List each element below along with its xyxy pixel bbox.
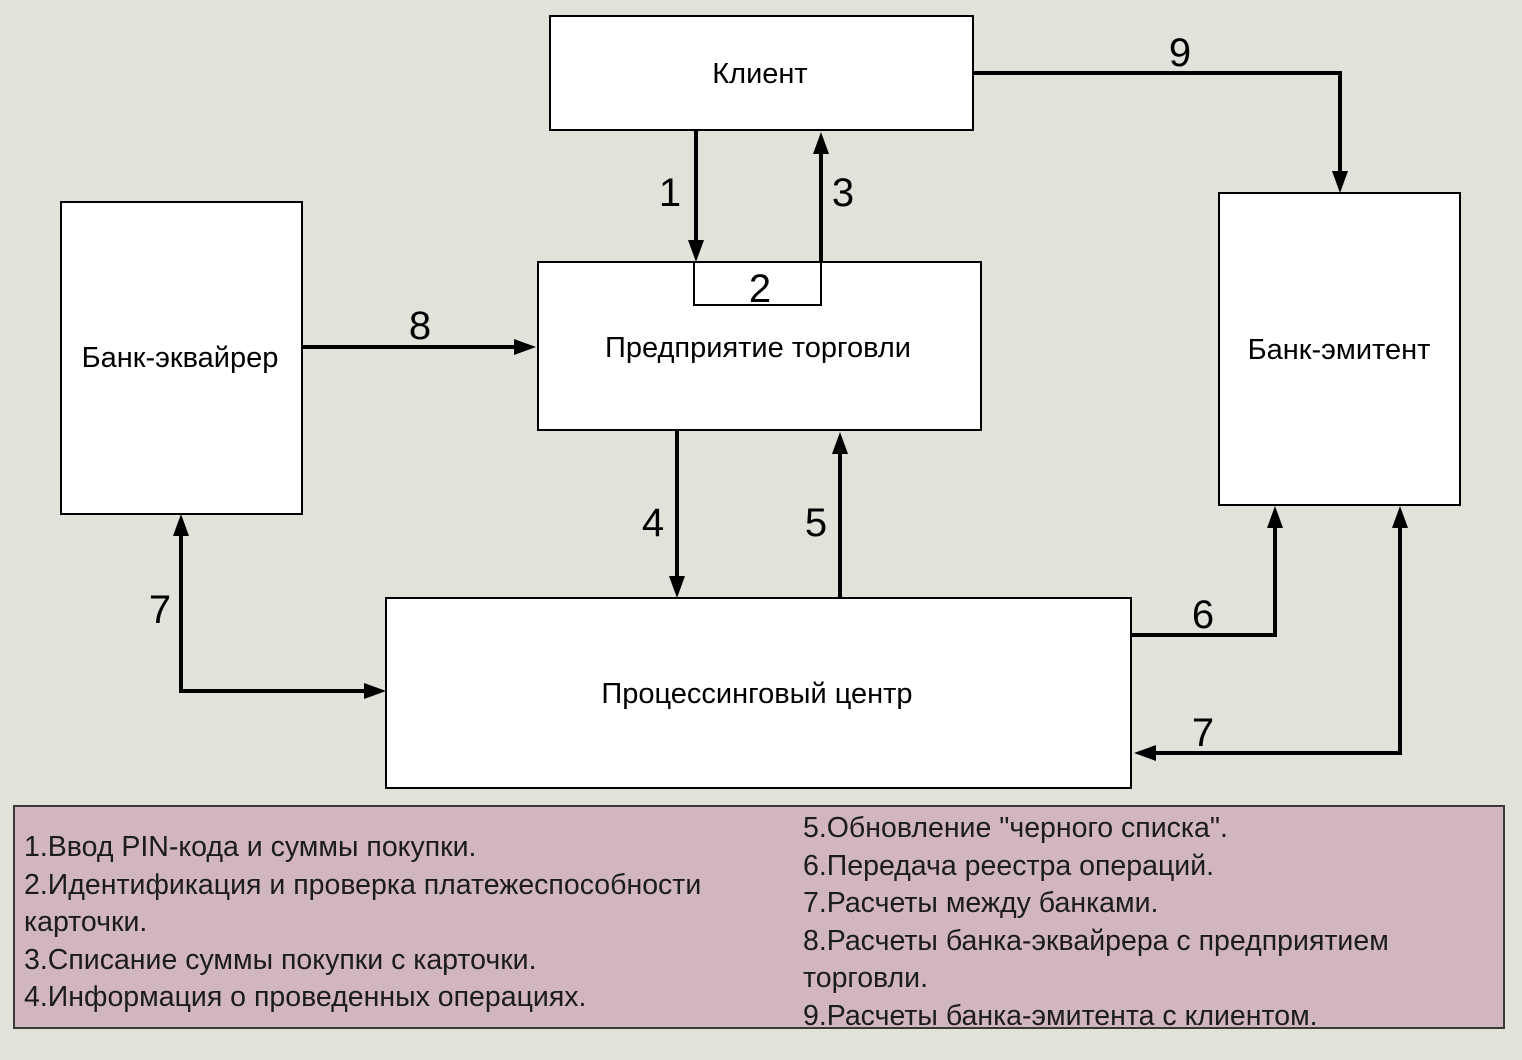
client-label: Клиент xyxy=(712,58,807,90)
arrow-4: 4 xyxy=(642,430,685,598)
issuer-bank-box: Банк-эмитент xyxy=(1218,192,1461,506)
legend-left-column: 1.Ввод PIN-кода и суммы покупки. 2.Идент… xyxy=(24,829,764,1017)
arrow-5-label: 5 xyxy=(805,501,827,545)
issuer-bank-label: Банк-эмитент xyxy=(1248,334,1431,366)
arrow-7-left-label: 7 xyxy=(149,588,171,632)
arrow-1: 1 xyxy=(659,130,704,262)
arrow-4-label: 4 xyxy=(642,501,664,545)
arrow-7-right-label: 7 xyxy=(1192,711,1214,755)
legend-item-7: 7.Расчеты между банками. xyxy=(803,887,1159,920)
merchant-step-2-box xyxy=(693,261,822,306)
legend-panel: 1.Ввод PIN-кода и суммы покупки. 2.Идент… xyxy=(13,805,1505,1032)
processing-center-box: Процессинговый центр xyxy=(385,597,1132,789)
arrow-8: 8 xyxy=(302,304,536,355)
processing-center-label: Процессинговый центр xyxy=(601,678,912,710)
merchant-label: Предприятие торговли xyxy=(605,332,911,364)
arrow-7-right: 7 xyxy=(1134,506,1408,761)
arrow-7-left: 7 xyxy=(149,514,386,699)
acquirer-bank-box: Банк-эквайрер xyxy=(60,201,303,515)
arrow-3: 3 xyxy=(813,132,854,262)
arrow-9-label: 9 xyxy=(1169,31,1191,75)
legend-item-3: 3.Списание суммы покупки с карточки. xyxy=(24,943,537,976)
legend-item-5: 5.Обновление "черного списка". xyxy=(803,812,1228,844)
acquirer-bank-label: Банк-эквайрер xyxy=(82,342,279,374)
legend-item-8: 8.Расчеты банка-эквайрера с предприятием… xyxy=(803,924,1389,995)
legend-item-2: 2.Идентификация и проверка платежеспособ… xyxy=(24,868,702,939)
merchant-box: 2 Предприятие торговли xyxy=(537,261,982,431)
legend-item-4: 4.Информация о проведенных операциях. xyxy=(24,981,587,1014)
step-2-label: 2 xyxy=(749,267,771,311)
arrow-6: 6 xyxy=(1131,506,1283,637)
arrow-8-label: 8 xyxy=(409,304,431,348)
legend-item-9: 9.Расчеты банка-эмитента с клиентом. xyxy=(803,999,1318,1032)
arrow-3-label: 3 xyxy=(832,171,854,215)
client-box: Клиент xyxy=(549,15,974,131)
legend-item-6: 6.Передача реестра операций. xyxy=(803,849,1215,882)
arrow-5: 5 xyxy=(805,432,848,598)
legend-right-column: 5.Обновление "черного списка". 6.Передач… xyxy=(803,810,1493,1036)
arrow-9: 9 xyxy=(973,31,1348,193)
arrow-6-label: 6 xyxy=(1192,593,1214,637)
legend-item-1: 1.Ввод PIN-кода и суммы покупки. xyxy=(24,831,477,863)
arrow-1-label: 1 xyxy=(659,171,681,215)
